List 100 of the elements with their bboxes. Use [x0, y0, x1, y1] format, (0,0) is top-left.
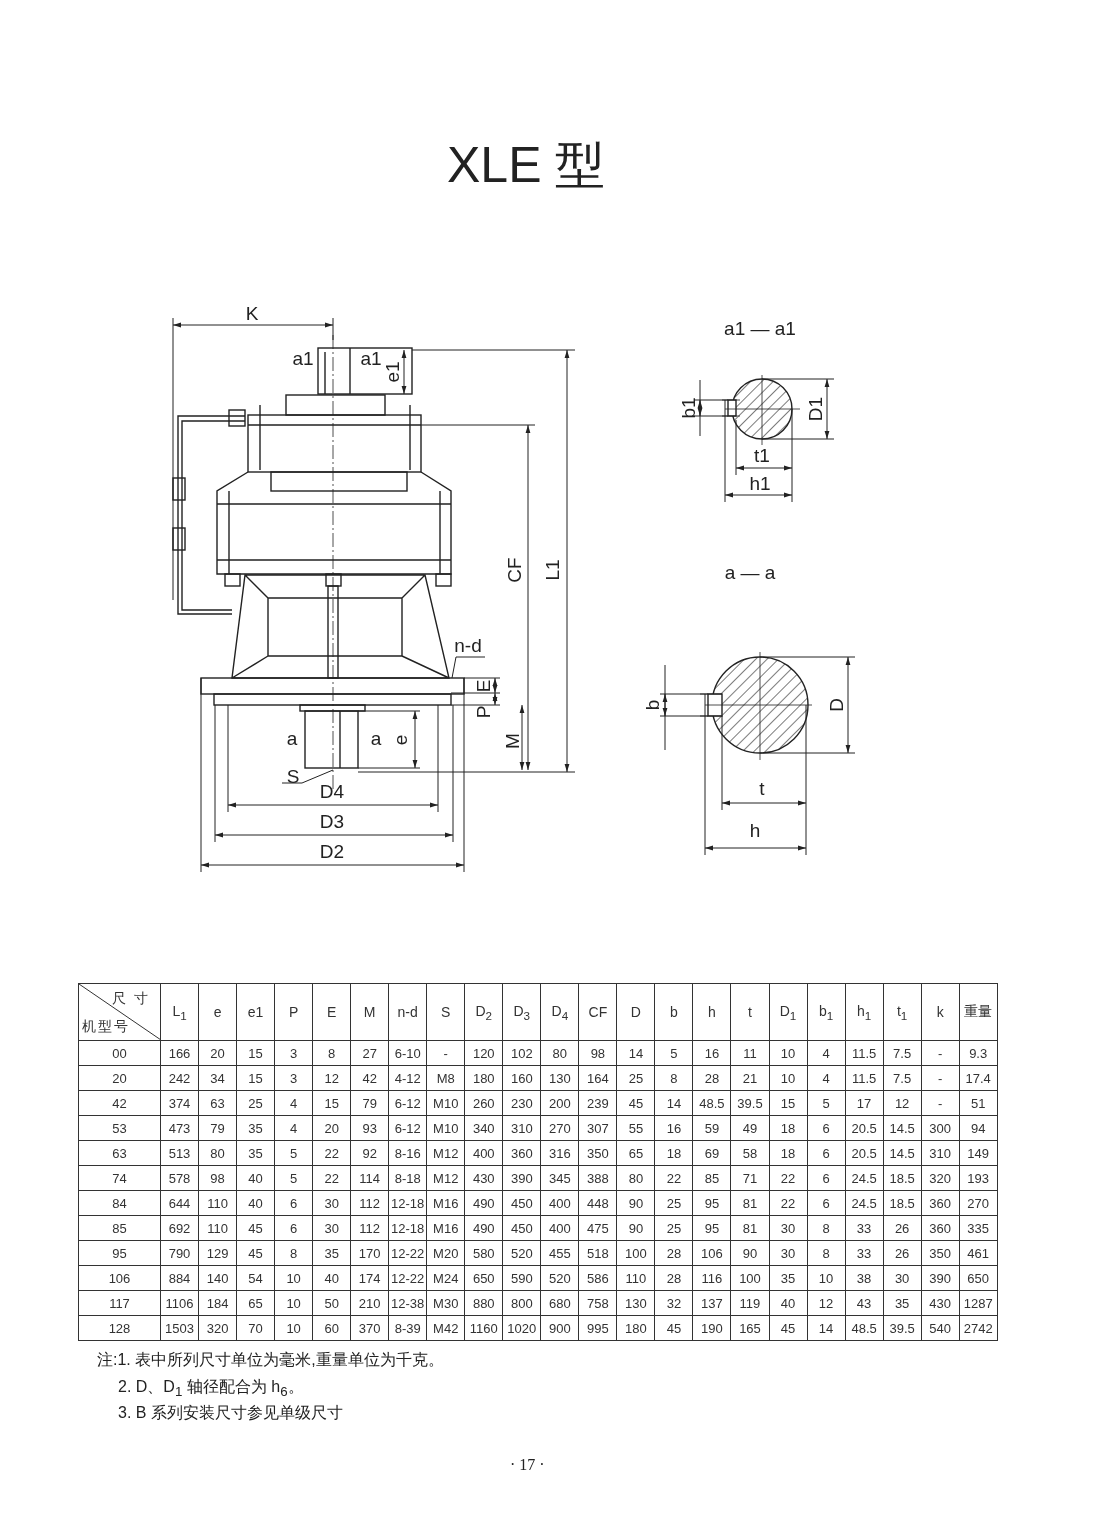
table-cell: 400 — [540, 1190, 579, 1216]
table-cell: 81 — [730, 1215, 769, 1241]
table-cell: 578 — [160, 1165, 199, 1191]
table-cell: 17.4 — [959, 1065, 998, 1091]
table-cell: 6-12 — [388, 1115, 427, 1141]
table-header: h — [692, 983, 731, 1041]
page-number: · 17 · — [510, 1457, 545, 1473]
table-cell: 35 — [769, 1265, 808, 1291]
table-cell: 102 — [502, 1040, 541, 1066]
table-cell: 310 — [921, 1140, 960, 1166]
table-cell: M16 — [426, 1190, 465, 1216]
table-cell: 490 — [464, 1215, 503, 1241]
table-cell: 12-22 — [388, 1265, 427, 1291]
table-cell: 130 — [540, 1065, 579, 1091]
table-cell: 5 — [274, 1140, 313, 1166]
table-cell: 7.5 — [883, 1040, 922, 1066]
table-cell: 39.5 — [883, 1315, 922, 1341]
dimension-label: P — [473, 705, 493, 719]
dimension-label: h — [749, 820, 761, 840]
table-cell: 11.5 — [845, 1040, 884, 1066]
note-text: 2. D、D$_{1}$ 轴径配合为 h$_{6}$。 — [118, 1379, 304, 1399]
table-cell: M20 — [426, 1240, 465, 1266]
table-cell: 8 — [274, 1240, 313, 1266]
table-cell: 473 — [160, 1115, 199, 1141]
table-cell: 15 — [312, 1090, 351, 1116]
table-cell: 8 — [654, 1065, 693, 1091]
table-cell: 12 — [883, 1090, 922, 1116]
table-cell: 110 — [198, 1190, 237, 1216]
dimension-label: M — [502, 733, 522, 749]
table-cell: M12 — [426, 1140, 465, 1166]
table-cell: 21 — [730, 1065, 769, 1091]
table-header: h$_{1}$ — [845, 983, 884, 1041]
table-cell: 112 — [350, 1190, 389, 1216]
table-cell: 430 — [921, 1290, 960, 1316]
table-cell: 461 — [959, 1240, 998, 1266]
table-cell: 100 — [730, 1265, 769, 1291]
table-cell: 95 — [78, 1240, 161, 1266]
table-cell: 239 — [578, 1090, 617, 1116]
table-cell: 48.5 — [692, 1090, 731, 1116]
table-cell: 30 — [312, 1190, 351, 1216]
table-cell: 130 — [616, 1290, 655, 1316]
table-header: D — [616, 983, 655, 1041]
table-cell: 94 — [959, 1115, 998, 1141]
table-cell: 24.5 — [845, 1190, 884, 1216]
table-cell: 55 — [616, 1115, 655, 1141]
table-cell: 33 — [845, 1240, 884, 1266]
table-cell: 45 — [236, 1215, 275, 1241]
table-cell: 160 — [502, 1065, 541, 1091]
table-cell: 12-22 — [388, 1240, 427, 1266]
table-cell: 388 — [578, 1165, 617, 1191]
table-cell: 43 — [845, 1290, 884, 1316]
table-cell: 00 — [78, 1040, 161, 1066]
table-cell: 340 — [464, 1115, 503, 1141]
table-cell: 28 — [692, 1065, 731, 1091]
page-title: XLE 型 — [447, 140, 606, 190]
table-cell: 374 — [160, 1090, 199, 1116]
table-cell: 14 — [807, 1315, 846, 1341]
table-cell: 18 — [769, 1140, 808, 1166]
table-cell: 93 — [350, 1115, 389, 1141]
table-cell: 350 — [921, 1240, 960, 1266]
table-cell: 45 — [236, 1240, 275, 1266]
table-cell: 15 — [236, 1065, 275, 1091]
table-cell: 18 — [654, 1140, 693, 1166]
table-cell: 25 — [654, 1215, 693, 1241]
table-cell: 242 — [160, 1065, 199, 1091]
table-cell: 8-39 — [388, 1315, 427, 1341]
table-header: 尺寸 — [112, 990, 156, 1008]
dimension-label: e1 — [382, 361, 402, 383]
dimension-label: n-d — [454, 635, 482, 655]
table-cell: 98 — [198, 1165, 237, 1191]
table-cell: 520 — [540, 1265, 579, 1291]
table-cell: 10 — [807, 1265, 846, 1291]
table-cell: 4 — [274, 1090, 313, 1116]
dimension-label: t1 — [754, 445, 770, 465]
table-cell: 12 — [807, 1290, 846, 1316]
table-cell: 35 — [883, 1290, 922, 1316]
table-cell: 800 — [502, 1290, 541, 1316]
table-cell: 106 — [692, 1240, 731, 1266]
table-cell: 35 — [312, 1240, 351, 1266]
table-cell: 28 — [654, 1265, 693, 1291]
table-cell: 390 — [502, 1165, 541, 1191]
table-cell: 15 — [769, 1090, 808, 1116]
table-cell: 71 — [730, 1165, 769, 1191]
table-cell: M24 — [426, 1265, 465, 1291]
table-cell: 79 — [198, 1115, 237, 1141]
dimension-label: b1 — [678, 397, 698, 419]
table-cell: 190 — [692, 1315, 731, 1341]
table-cell: 455 — [540, 1240, 579, 1266]
table-cell: 74 — [78, 1165, 161, 1191]
table-cell: 22 — [312, 1165, 351, 1191]
table-cell: 360 — [921, 1190, 960, 1216]
table-cell: 680 — [540, 1290, 579, 1316]
table-cell: 51 — [959, 1090, 998, 1116]
table-header: E — [312, 983, 351, 1041]
table-cell: 520 — [502, 1240, 541, 1266]
table-cell: - — [921, 1040, 960, 1066]
dimension-label: CF — [504, 557, 524, 583]
table-cell: 42 — [78, 1090, 161, 1116]
dimension-label: e — [390, 734, 410, 746]
dimension-label: K — [245, 303, 259, 323]
